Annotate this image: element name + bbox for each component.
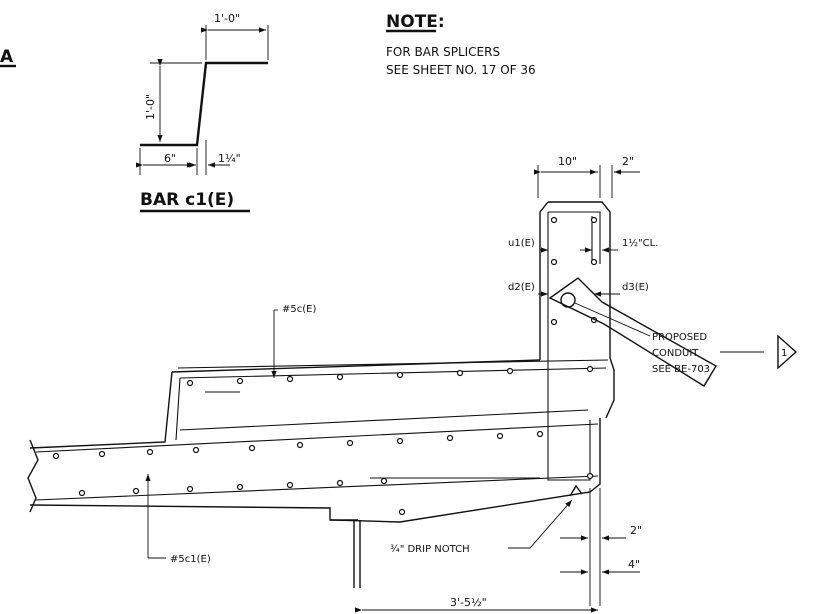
- dim-top-offset: 2": [622, 155, 634, 168]
- bar-dim-top: 1'-0": [214, 12, 240, 25]
- dim-bottom-4: 4": [628, 558, 640, 571]
- drip-notch: ¾" DRIP NOTCH: [390, 484, 583, 555]
- label-d2: d2(E): [508, 282, 535, 293]
- label-c5: #5c(E): [282, 304, 316, 315]
- conduit-line-3: SEE BE-703: [652, 364, 710, 375]
- bar-detail-title: BAR c1(E): [140, 190, 234, 210]
- bar-c1-detail: 1'-0" 1'-0" 6" 1¼" BAR c1(E): [135, 12, 269, 213]
- rebar-dots: [52, 216, 598, 516]
- note-title: NOTE:: [386, 12, 445, 32]
- dim-top-width: 10": [558, 155, 577, 168]
- conduit-line-2: CONDUIT: [652, 348, 699, 359]
- label-d3: d3(E): [622, 282, 649, 293]
- top-dimensions: 10" 2": [533, 155, 640, 198]
- label-u1: u1(E): [508, 238, 535, 249]
- proposed-conduit: PROPOSED CONDUIT SEE BE-703 1: [548, 277, 798, 387]
- section-letter: A: [0, 47, 14, 67]
- bar-dim-bottom-left: 6": [164, 152, 176, 165]
- bar-dim-bottom-right: 1¼": [218, 152, 241, 165]
- dim-overall: 3'-5½": [450, 596, 487, 609]
- concrete-outline: [27, 201, 615, 588]
- bar-labels: u1(E) 1½"CL. d2(E) d3(E) #5c(E) #5c1(E): [145, 237, 658, 565]
- bottom-dimensions: 2" 4" 3'-5½": [354, 488, 642, 613]
- label-clear: 1½"CL.: [622, 237, 658, 249]
- note-line-1: FOR BAR SPLICERS: [386, 45, 500, 59]
- reinforcement: [35, 211, 609, 501]
- conduit-line-1: PROPOSED: [652, 332, 707, 343]
- bar-dim-vertical: 1'-0": [144, 94, 157, 120]
- drip-notch-label: ¾" DRIP NOTCH: [390, 544, 470, 555]
- revision-mark: 1: [781, 348, 787, 359]
- label-c51: #5c1(E): [170, 554, 211, 565]
- dim-bottom-2: 2": [630, 524, 642, 537]
- note-line-2: SEE SHEET NO. 17 OF 36: [386, 63, 536, 77]
